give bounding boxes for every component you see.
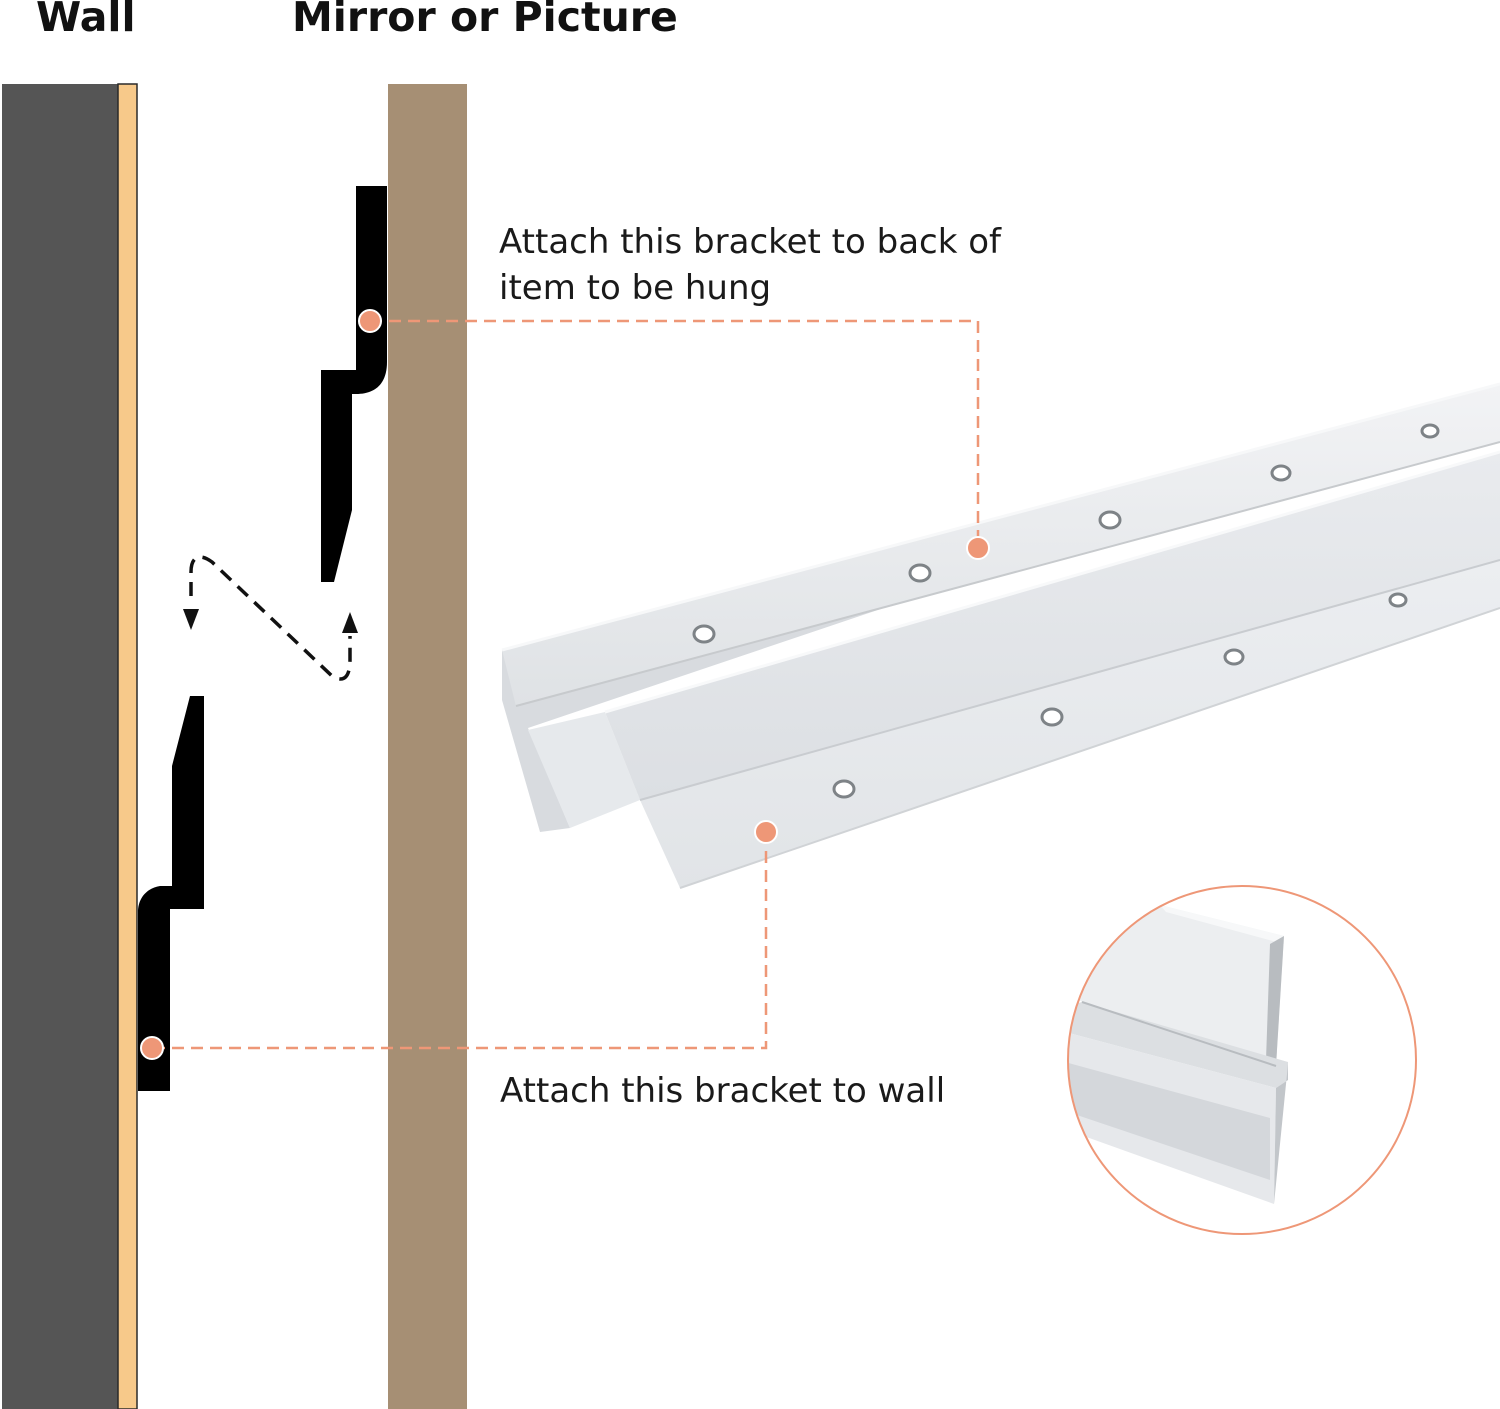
top-leader-line	[370, 319, 980, 548]
wall-facing-strip	[117, 83, 138, 1409]
upper-bracket-dot	[358, 309, 382, 333]
zoom-circle-outline	[1067, 885, 1417, 1235]
screw-hole	[1420, 423, 1440, 439]
lower-bracket-dot	[140, 1036, 164, 1060]
screw-hole	[1098, 510, 1122, 530]
rail-back-face	[502, 384, 1500, 706]
wall-block	[2, 84, 118, 1409]
motion-path	[183, 555, 358, 681]
mirror-panel	[388, 84, 467, 1409]
screw-hole	[1040, 707, 1064, 727]
callout-dots	[140, 309, 990, 1060]
top-callout-line-2: item to be hung	[499, 267, 772, 308]
rail-front-upper-face	[605, 452, 1500, 800]
screw-hole	[1270, 464, 1292, 482]
rail-bottom-dot	[754, 820, 778, 844]
mirror-or-picture-label: Mirror or Picture	[292, 0, 678, 41]
screw-hole	[832, 779, 856, 799]
bottom-callout-text: Attach this bracket to wall	[500, 1071, 946, 1111]
top-callout-text: Attach this bracket to back of item to b…	[499, 220, 1001, 312]
screw-hole	[908, 563, 932, 583]
rail-front-lower-face	[640, 560, 1500, 888]
upper-bracket-profile	[321, 186, 387, 582]
screw-holes	[692, 423, 1440, 799]
up-arrow-icon	[342, 612, 358, 633]
callout-leaders	[152, 319, 980, 1050]
screw-hole	[1388, 592, 1408, 608]
rail-back-lower-face	[528, 712, 640, 828]
lower-bracket-profile	[138, 696, 204, 1091]
rail-top-dot	[966, 536, 990, 560]
top-callout-line-1: Attach this bracket to back of	[499, 222, 1001, 262]
wall-label: Wall	[36, 0, 136, 41]
down-arrow-icon	[183, 609, 199, 630]
wall-section	[2, 83, 138, 1409]
screw-hole	[1223, 648, 1245, 666]
screw-hole	[692, 624, 716, 644]
bottom-leader-line	[152, 832, 768, 1050]
profile-zoom-inset	[1067, 885, 1417, 1235]
aluminum-cleat-rails	[501, 382, 1500, 889]
